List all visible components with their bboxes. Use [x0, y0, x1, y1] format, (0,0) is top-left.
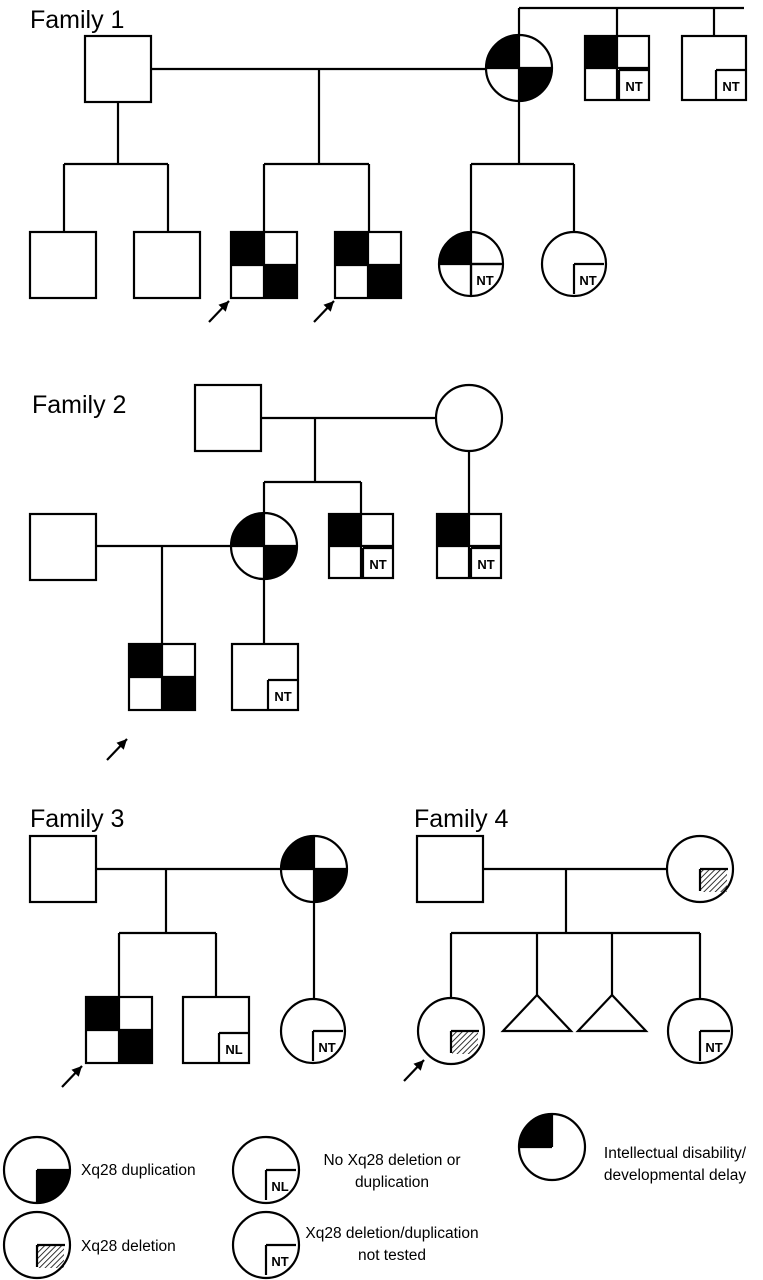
- family-2-title: Family 2: [32, 391, 126, 419]
- female-symbol: NT: [540, 230, 608, 298]
- proband-arrow: [61, 1065, 83, 1088]
- legend-symbol: NL: [231, 1135, 301, 1205]
- not-tested-code-label: NT: [579, 273, 596, 288]
- family-4-title: Family 4: [414, 805, 509, 833]
- not-tested-code-label: NT: [274, 689, 291, 704]
- normal-code-label: NL: [271, 1179, 288, 1194]
- male-symbol: [415, 834, 485, 904]
- female-symbol: [484, 33, 554, 103]
- male-symbol: [132, 230, 202, 300]
- legend-duplication-label: Xq28 duplication: [81, 1162, 196, 1179]
- male-symbol: [83, 34, 153, 104]
- female-symbol: NT: [437, 230, 505, 298]
- male-symbol: [84, 995, 154, 1065]
- female-symbol: [416, 996, 486, 1066]
- female-symbol: [229, 511, 299, 581]
- male-symbol: NT: [327, 512, 395, 580]
- proband-arrows: [61, 300, 425, 1088]
- legend-symbol: NT: [231, 1210, 301, 1280]
- pregnancy-loss-triangle: [575, 993, 649, 1033]
- male-symbol: NL: [181, 995, 251, 1065]
- female-symbol: NT: [279, 997, 347, 1065]
- proband-arrow: [208, 300, 230, 323]
- not-tested-code-label: NT: [271, 1254, 288, 1269]
- female-symbol: [434, 383, 504, 453]
- not-tested-code-label: NT: [705, 1040, 722, 1055]
- male-symbol: [333, 230, 403, 300]
- legend-affected-label: Intellectual disability/developmental de…: [604, 1145, 747, 1184]
- male-symbol: [229, 230, 299, 300]
- proband-arrow: [313, 300, 335, 323]
- male-symbol: [28, 834, 98, 904]
- male-symbol: [28, 512, 98, 582]
- proband-arrow: [106, 738, 128, 761]
- proband-arrow: [403, 1059, 425, 1082]
- family-1-title: Family 1: [30, 6, 124, 34]
- male-symbol: NT: [680, 34, 748, 102]
- legend-deletion-label: Xq28 deletion: [81, 1238, 176, 1255]
- male-symbol: NT: [435, 512, 503, 580]
- female-symbol: NT: [666, 997, 734, 1065]
- pedigree-lines: [62, 6, 744, 999]
- not-tested-code-label: NT: [476, 273, 493, 288]
- not-tested-code-label: NT: [722, 79, 739, 94]
- not-tested-code-label: NT: [369, 557, 386, 572]
- male-symbol: [28, 230, 98, 300]
- pregnancy-loss-triangle: [500, 993, 574, 1033]
- pedigree-symbols: NT NT NT NT NT NT NT NL NT NT NL NT: [2, 33, 748, 1280]
- female-symbol: [279, 834, 349, 904]
- male-symbol: [193, 383, 263, 453]
- family-3-title: Family 3: [30, 805, 124, 833]
- male-symbol: [127, 642, 197, 712]
- male-symbol: NT: [230, 642, 300, 712]
- not-tested-code-label: NT: [318, 1040, 335, 1055]
- not-tested-code-label: NT: [477, 557, 494, 572]
- legend-symbol: [2, 1210, 72, 1280]
- female-symbol: [665, 834, 735, 904]
- normal-code-label: NL: [225, 1042, 242, 1057]
- male-symbol: NT: [583, 34, 651, 102]
- not-tested-code-label: NT: [625, 79, 642, 94]
